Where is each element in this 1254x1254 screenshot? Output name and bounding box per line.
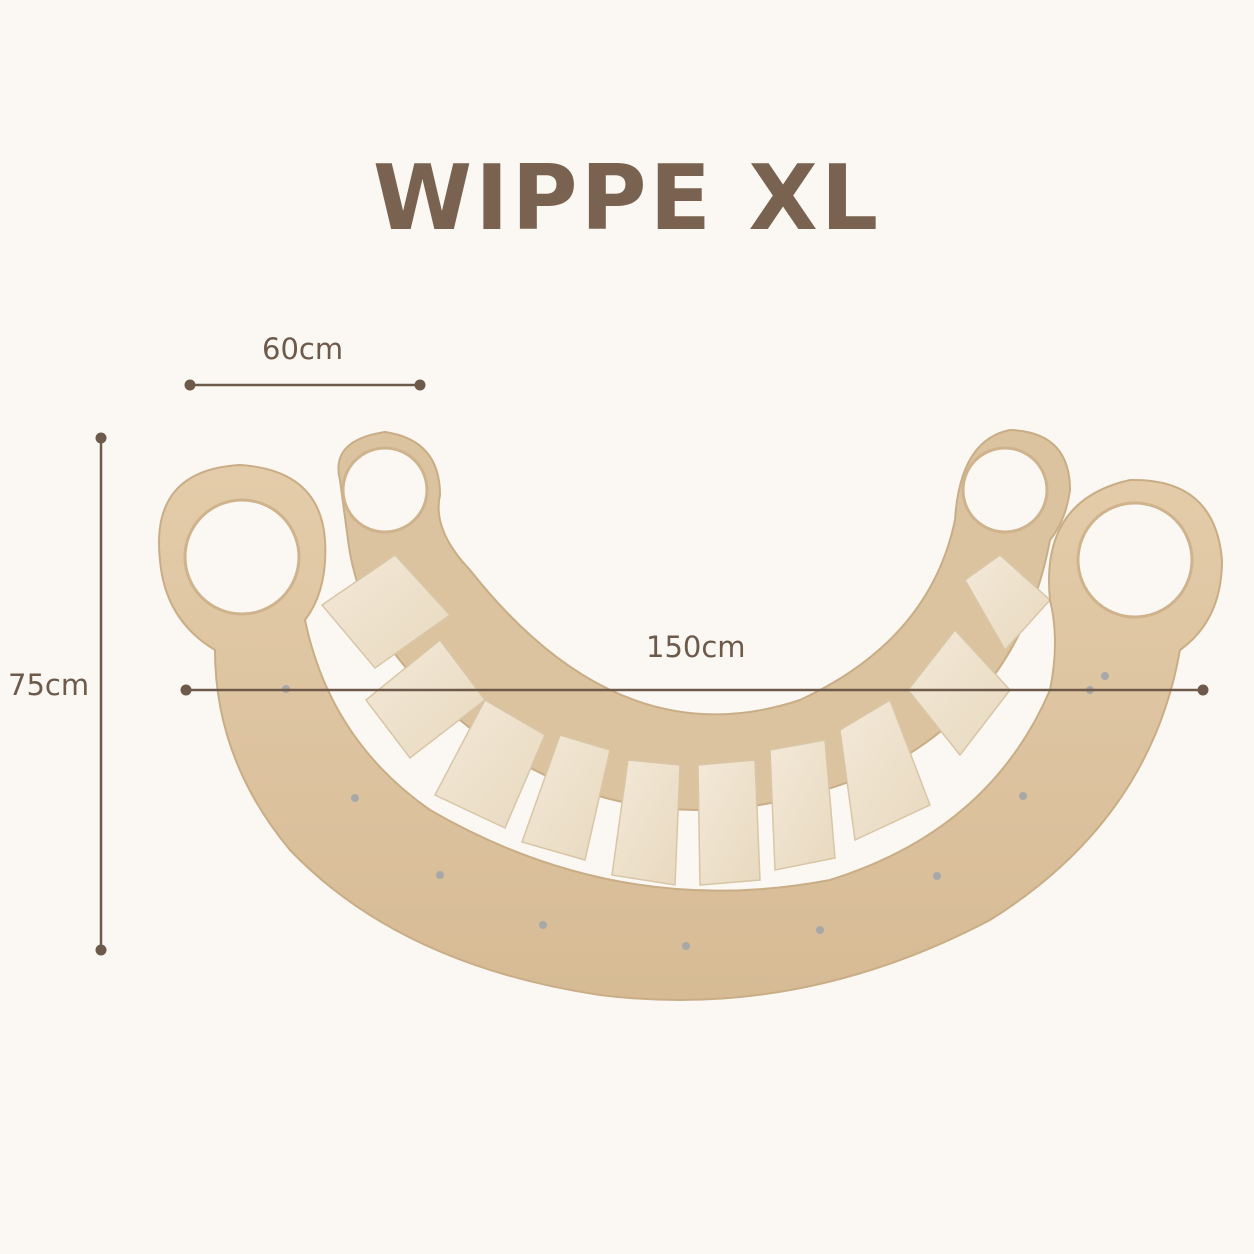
length-label: 150cm (646, 630, 746, 664)
width-label: 60cm (262, 332, 344, 366)
width-dimension-end (414, 379, 426, 391)
height-label: 75cm (8, 668, 90, 702)
length-dimension-end (1197, 684, 1209, 696)
width-dimension-end (184, 379, 196, 391)
height-dimension-end (95, 944, 107, 956)
dimension-lines (95, 379, 1209, 956)
slats (320, 554, 1052, 886)
height-dimension-end (95, 432, 107, 444)
length-dimension-end (180, 684, 192, 696)
front-frame (158, 463, 1224, 1001)
product-title: WIPPE XL (372, 146, 882, 251)
